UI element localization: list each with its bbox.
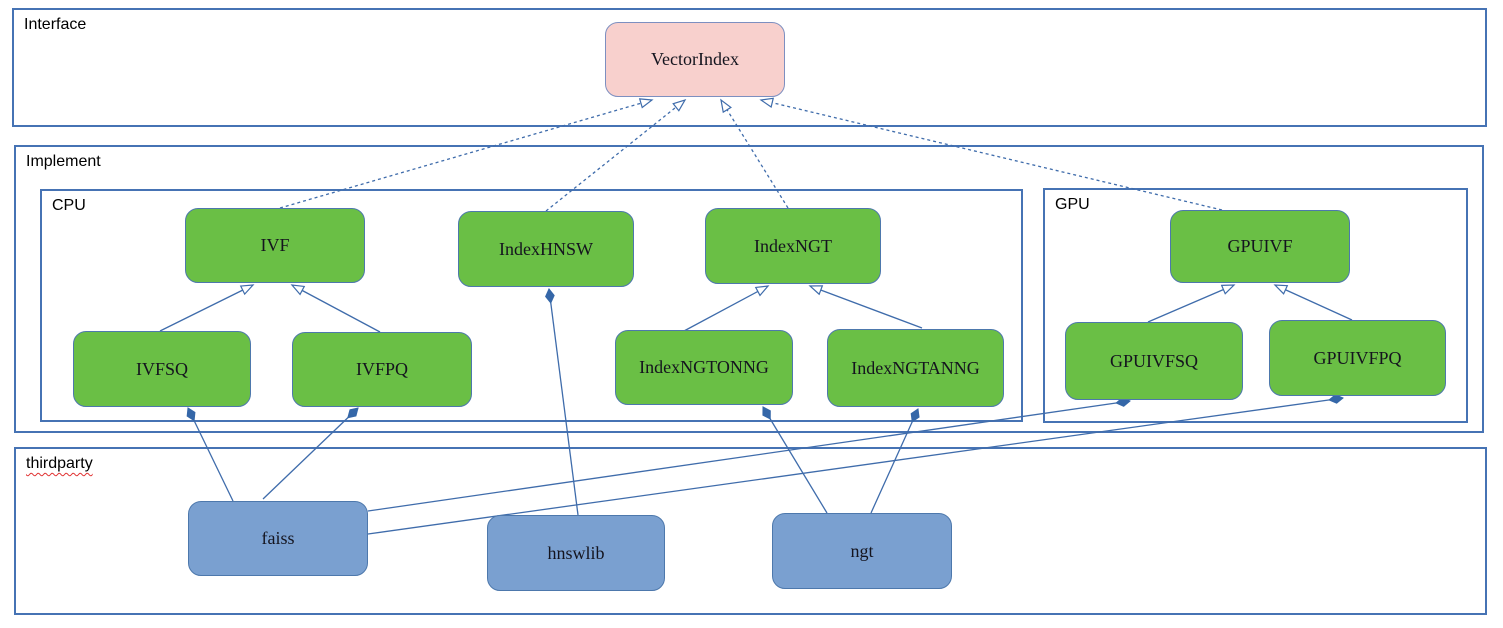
node-ivf: IVF [185,208,365,283]
container-cpu-label: CPU [52,197,86,214]
node-hnswlib: hnswlib [487,515,665,591]
node-indexhnsw: IndexHNSW [458,211,634,287]
node-hnswlib-label: hnswlib [547,542,605,563]
node-gpuivf-label: GPUIVF [1227,236,1293,256]
node-indexngtanng-label: IndexNGTANNG [851,357,980,378]
node-indexngtanng: IndexNGTANNG [827,329,1004,407]
node-ngt: ngt [772,513,952,589]
container-thirdparty-label: thirdparty [26,455,93,472]
node-ivfpq: IVFPQ [292,332,472,407]
node-ngt-label: ngt [850,540,874,561]
node-gpuivfpq-label: GPUIVFPQ [1313,347,1402,368]
node-indexngtonng: IndexNGTONNG [615,330,793,405]
container-gpu-label: GPU [1055,196,1090,213]
node-faiss: faiss [188,501,368,576]
node-ivf-label: IVF [260,235,290,255]
node-gpuivfpq: GPUIVFPQ [1269,320,1446,396]
container-implement-label: Implement [26,153,101,170]
node-gpuivfsq: GPUIVFSQ [1065,322,1243,400]
node-vectorindex-label: VectorIndex [651,49,739,69]
node-indexngt: IndexNGT [705,208,881,284]
node-gpuivfsq-label: GPUIVFSQ [1109,350,1199,371]
node-vectorindex: VectorIndex [605,22,785,97]
node-ivfsq-label: IVFSQ [135,358,188,379]
node-indexngtonng-label: IndexNGTONNG [639,357,769,377]
node-gpuivf: GPUIVF [1170,210,1350,283]
node-ivfpq-label: IVFPQ [355,359,408,379]
container-interface-label: Interface [24,16,87,33]
node-indexngt-label: IndexNGT [754,235,832,256]
node-indexhnsw-label: IndexHNSW [499,238,593,259]
node-faiss-label: faiss [261,528,295,548]
node-ivfsq: IVFSQ [73,331,251,407]
